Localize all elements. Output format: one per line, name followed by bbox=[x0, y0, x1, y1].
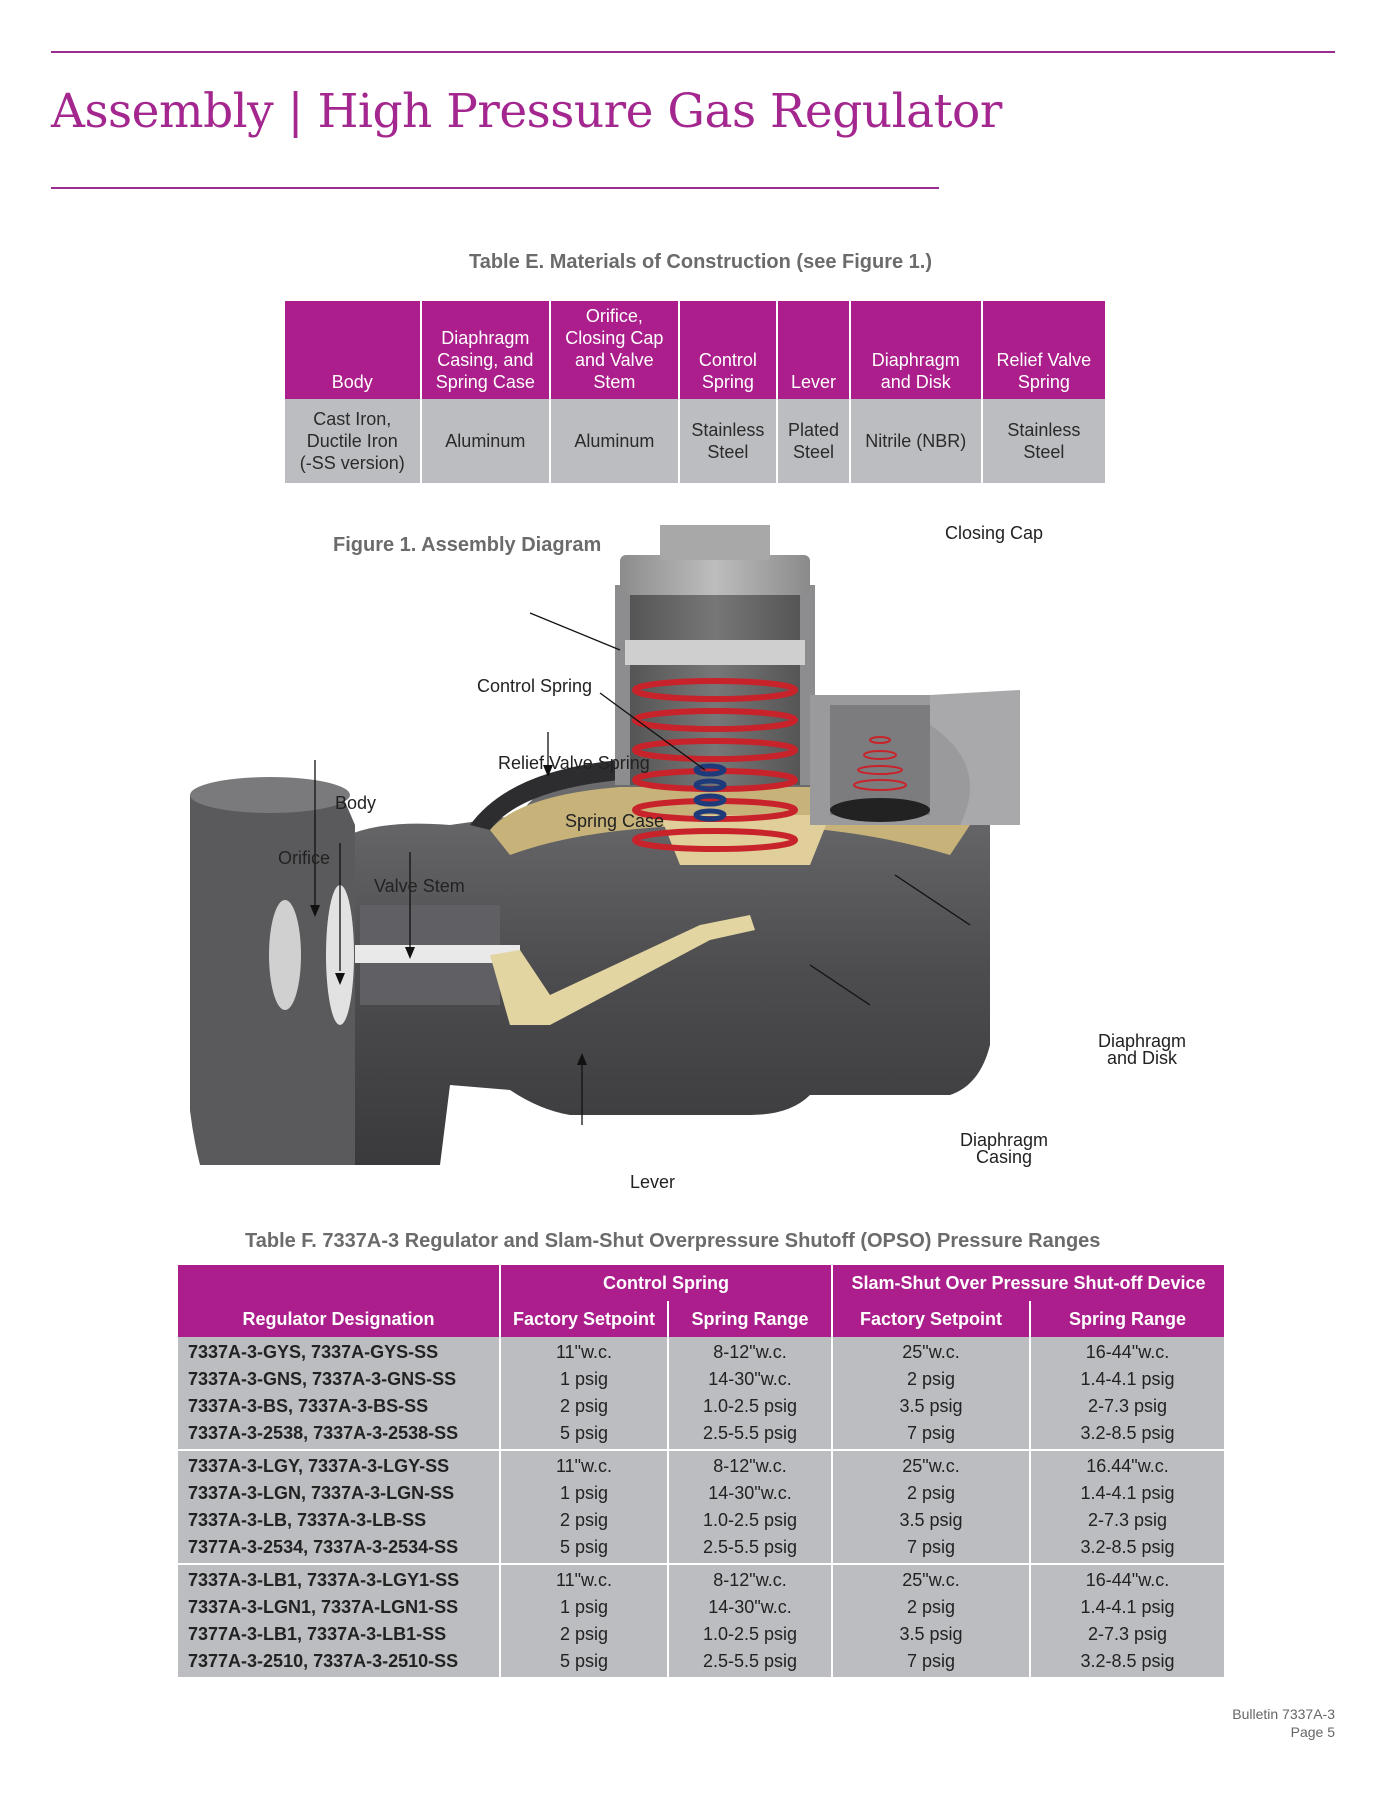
figure-caption: Figure 1. Assembly Diagram bbox=[333, 534, 602, 556]
pressure-table-header-row: Regulator Designation Factory Setpoint S… bbox=[178, 1301, 1224, 1337]
table-f-caption: Table F. 7337A-3 Regulator and Slam-Shut… bbox=[245, 1230, 1101, 1252]
materials-header-cell: Body bbox=[285, 301, 422, 399]
table-e-caption: Table E. Materials of Construction (see … bbox=[468, 251, 933, 273]
bulletin-number: Bulletin 7337A-3 bbox=[1232, 1706, 1335, 1722]
slam-shut-group-header: Slam-Shut Over Pressure Shut-off Device bbox=[831, 1265, 1224, 1301]
cs-setpoint-header: Factory Setpoint bbox=[499, 1301, 668, 1337]
materials-value-cell: Nitrile (NBR) bbox=[849, 399, 983, 483]
materials-table-row: Cast Iron,Ductile Iron(-SS version)Alumi… bbox=[285, 399, 1105, 483]
label-orifice: Orifice bbox=[278, 848, 331, 868]
page-footer: Bulletin 7337A-3 Page 5 bbox=[1232, 1705, 1335, 1741]
label-diaphragm-casing: Diaphragm Casing bbox=[960, 1130, 1049, 1167]
label-valve-stem: Valve Stem bbox=[374, 876, 465, 896]
label-closing-cap: Closing Cap bbox=[945, 523, 1044, 543]
ss-setpoint-header: Factory Setpoint bbox=[831, 1301, 1030, 1337]
assembly-diagram: Closing Cap Control Spring Relief Valve … bbox=[186, 502, 1200, 1195]
designation-header: Regulator Designation bbox=[178, 1301, 500, 1337]
label-relief-valve-spring: Relief Valve Spring bbox=[498, 753, 650, 773]
label-lever: Lever bbox=[630, 1172, 676, 1192]
materials-header-cell: Lever bbox=[777, 301, 851, 399]
materials-value-cell: Aluminum bbox=[420, 399, 552, 483]
cs-range-header: Spring Range bbox=[667, 1301, 832, 1337]
materials-value-cell: Cast Iron,Ductile Iron(-SS version) bbox=[285, 399, 422, 483]
page-title: Assembly | High Pressure Gas Regulator bbox=[51, 84, 1002, 139]
label-control-spring: Control Spring bbox=[477, 676, 593, 696]
label-diaphragm-and-disk: Diaphragm and Disk bbox=[1098, 1031, 1187, 1068]
pressure-ranges-table: Control Spring Slam-Shut Over Pressure S… bbox=[178, 1265, 1224, 1677]
materials-value-cell: Aluminum bbox=[550, 399, 680, 483]
page-number: Page 5 bbox=[1290, 1724, 1335, 1740]
ss-range-header: Spring Range bbox=[1029, 1301, 1224, 1337]
header-rule-top bbox=[51, 51, 1335, 53]
designation-header-blank bbox=[178, 1265, 500, 1301]
control-spring-group-header: Control Spring bbox=[499, 1265, 832, 1301]
pressure-table-group-header-row: Control Spring Slam-Shut Over Pressure S… bbox=[178, 1265, 1224, 1301]
header-rule-bottom bbox=[51, 187, 939, 189]
label-spring-case: Spring Case bbox=[565, 811, 665, 831]
label-body: Body bbox=[335, 793, 377, 813]
regulator-cutaway-illustration bbox=[186, 502, 1020, 1165]
